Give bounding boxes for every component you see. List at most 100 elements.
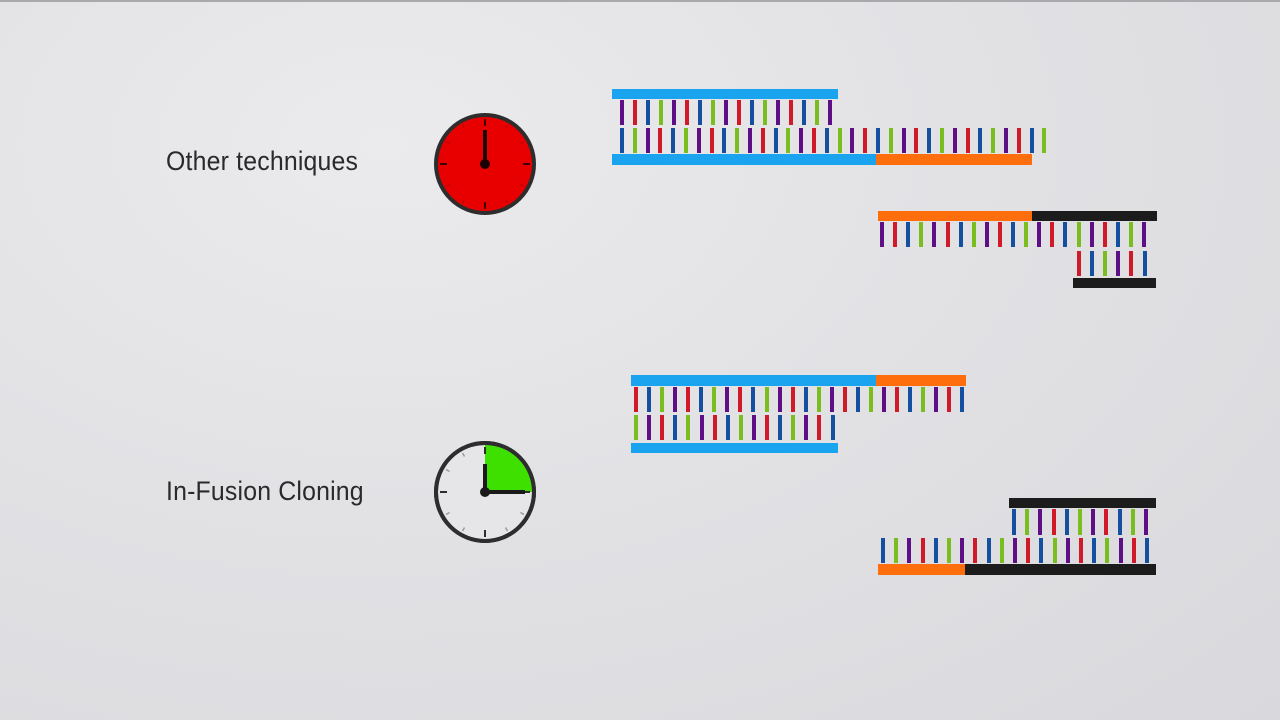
dna-base-bar	[850, 128, 854, 153]
dna-base-bar	[698, 100, 702, 125]
dna-base-bar	[699, 387, 703, 412]
dna-base-bar	[960, 387, 964, 412]
dna-base-bar	[1118, 509, 1122, 535]
dna-base-bar	[686, 387, 690, 412]
dna-base-bar	[838, 128, 842, 153]
dna-base-bar	[791, 387, 795, 412]
dna-base-bar	[959, 222, 963, 247]
dna-backbone-strand	[876, 154, 1032, 165]
dna-base-bar	[686, 415, 690, 440]
dna-base-bar	[817, 387, 821, 412]
dna-base-bar	[778, 387, 782, 412]
dna-base-bar	[889, 128, 893, 153]
dna-base-bar	[902, 128, 906, 153]
dna-base-bar	[802, 100, 806, 125]
dna-base-bar	[953, 128, 957, 153]
dna-base-bar	[906, 222, 910, 247]
dna-base-bar	[634, 415, 638, 440]
dna-base-bar	[671, 128, 675, 153]
dna-base-bar	[724, 100, 728, 125]
dna-base-bar	[880, 222, 884, 247]
dna-base-bar	[1077, 251, 1081, 276]
dna-base-bar	[1142, 222, 1146, 247]
dna-base-bar	[1116, 251, 1120, 276]
dna-backbone-strand	[631, 443, 838, 453]
dna-base-bar	[1012, 509, 1016, 535]
dna-base-bar	[940, 128, 944, 153]
dna-base-bar	[647, 387, 651, 412]
dna-base-bar	[946, 222, 950, 247]
dna-base-bar	[660, 415, 664, 440]
dna-base-bar	[895, 387, 899, 412]
dna-base-bar	[869, 387, 873, 412]
dna-backbone-strand	[612, 89, 838, 99]
dna-base-bar	[876, 128, 880, 153]
dna-base-bar	[1037, 222, 1041, 247]
dna-base-bar	[750, 100, 754, 125]
dna-base-bar	[932, 222, 936, 247]
label-other-techniques: Other techniques	[166, 146, 359, 176]
dna-base-bar	[947, 387, 951, 412]
dna-base-bar	[921, 387, 925, 412]
dna-base-bar	[1066, 538, 1070, 563]
dna-base-bar	[894, 538, 898, 563]
dna-base-bar	[1129, 222, 1133, 247]
dna-base-bar	[763, 100, 767, 125]
dna-base-bar	[776, 100, 780, 125]
dna-base-bar	[830, 387, 834, 412]
dna-base-bar	[1030, 128, 1034, 153]
dna-base-bar	[843, 387, 847, 412]
dna-base-bar	[1090, 222, 1094, 247]
dna-base-bar	[881, 538, 885, 563]
dna-base-bar	[700, 415, 704, 440]
dna-base-bar	[1050, 222, 1054, 247]
dna-base-bar	[725, 387, 729, 412]
dna-base-bar	[726, 415, 730, 440]
dna-base-bar	[863, 128, 867, 153]
dna-base-bar	[947, 538, 951, 563]
dna-base-bar	[774, 128, 778, 153]
dna-base-bar	[673, 387, 677, 412]
dna-base-bar	[1105, 538, 1109, 563]
dna-base-bar	[735, 128, 739, 153]
dna-base-bar	[1011, 222, 1015, 247]
dna-base-bar	[893, 222, 897, 247]
dna-base-bar	[647, 415, 651, 440]
dna-base-bar	[710, 128, 714, 153]
dna-base-bar	[646, 128, 650, 153]
dna-base-bar	[761, 128, 765, 153]
clock-quarter-green-icon	[434, 441, 536, 543]
dna-base-bar	[752, 415, 756, 440]
dna-base-bar	[673, 415, 677, 440]
dna-base-bar	[1078, 509, 1082, 535]
dna-base-bar	[711, 100, 715, 125]
dna-base-bar	[791, 415, 795, 440]
dna-base-bar	[1042, 128, 1046, 153]
dna-base-bar	[914, 128, 918, 153]
dna-base-bar	[1017, 128, 1021, 153]
dna-base-bar	[685, 100, 689, 125]
dna-base-bar	[1144, 509, 1148, 535]
dna-base-bar	[1129, 251, 1133, 276]
dna-base-bar	[778, 415, 782, 440]
dna-base-bar	[972, 222, 976, 247]
dna-base-bar	[1143, 251, 1147, 276]
dna-base-bar	[966, 128, 970, 153]
dna-base-bar	[660, 387, 664, 412]
dna-base-bar	[1079, 538, 1083, 563]
dna-base-bar	[1090, 251, 1094, 276]
dna-base-bar	[765, 415, 769, 440]
dna-base-bar	[960, 538, 964, 563]
dna-base-bar	[1053, 538, 1057, 563]
dna-base-bar	[713, 415, 717, 440]
dna-base-bar	[751, 387, 755, 412]
dna-backbone-strand	[878, 211, 1032, 221]
dna-base-bar	[658, 128, 662, 153]
dna-base-bar	[739, 415, 743, 440]
dna-base-bar	[991, 128, 995, 153]
dna-base-bar	[1103, 251, 1107, 276]
dna-base-bar	[786, 128, 790, 153]
clock-full-red-icon	[434, 113, 536, 215]
dna-base-bar	[1038, 509, 1042, 535]
dna-base-bar	[633, 128, 637, 153]
